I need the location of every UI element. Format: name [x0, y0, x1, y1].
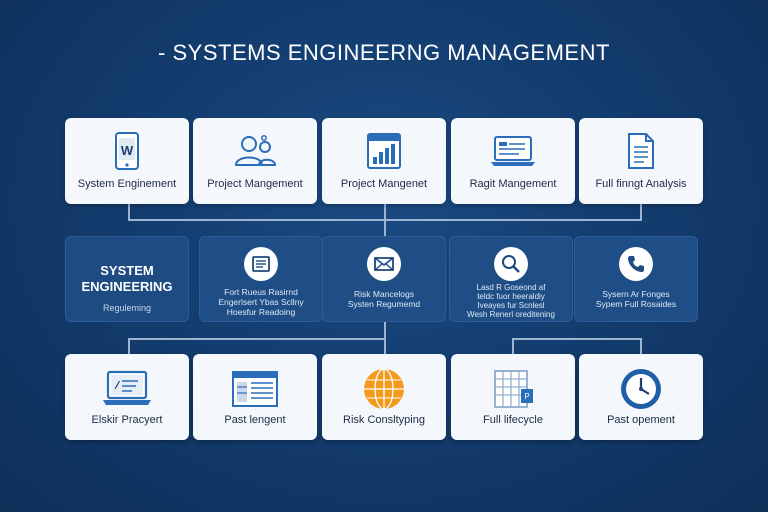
card-full-lifecycle[interactable]: P Full lifecycle	[451, 354, 575, 440]
spreadsheet-icon	[193, 366, 317, 412]
mid-heading: SYSTEM ENGINEERING	[66, 263, 188, 295]
globe-icon	[322, 366, 446, 412]
card-label: Elskir Pracyert	[91, 414, 163, 426]
mid-heading-line: ENGINEERING	[81, 279, 173, 294]
laptop-code-icon: /	[65, 366, 189, 412]
people-icon	[193, 130, 317, 172]
mid-line: Systen Regumemd	[347, 299, 421, 309]
envelope-icon	[367, 247, 401, 281]
laptop-icon	[451, 130, 575, 172]
connector-line	[384, 219, 642, 221]
connector-line	[640, 338, 642, 354]
mid-heading-line: SYSTEM	[100, 263, 154, 278]
card-risk-consltyping[interactable]: Risk Consltyping	[322, 354, 446, 440]
connector-line	[512, 338, 642, 340]
mid-line: teldc fuor heeraldiy	[477, 292, 545, 301]
clock-icon	[579, 366, 703, 412]
mid-description: Lasd R Goseond af teldc fuor heeraldiy I…	[454, 283, 568, 319]
card-label: Ragit Mangement	[469, 178, 557, 190]
grid-document-icon: P	[451, 366, 575, 412]
card-project-mangement[interactable]: Project Mangement	[193, 118, 317, 204]
card-project-mangenet[interactable]: Project Mangenet	[322, 118, 446, 204]
mid-line: Hoesfur Readoing	[226, 307, 296, 317]
svg-text:W: W	[121, 143, 134, 158]
mid-line: Risk Mancelogs	[354, 289, 414, 299]
card-label: Past opement	[607, 414, 675, 426]
mid-line: Sypem Full Rosaides	[595, 299, 677, 309]
connector-line	[128, 338, 130, 354]
mid-card-5[interactable]: Sysern Ar Fonges Sypem Full Rosaides	[574, 236, 698, 322]
document-icon	[244, 247, 278, 281]
card-label: Past lengent	[224, 414, 286, 426]
mid-line: Sysern Ar Fonges	[602, 289, 670, 299]
phone-icon	[619, 247, 653, 281]
document-icon	[579, 130, 703, 172]
card-past-opement[interactable]: Past opement	[579, 354, 703, 440]
mid-card-2[interactable]: Fort Rueus Rasirnd Engerlsert Ybas Sclln…	[199, 236, 323, 322]
card-label: Project Mangenet	[340, 178, 428, 190]
mid-subtitle: Reguleming	[102, 303, 152, 313]
diagram-title: - SYSTEMS ENGINEERNG MANAGEMENT	[158, 40, 610, 65]
phone-w-icon: W	[65, 130, 189, 172]
card-label: Full finngt Analysis	[595, 178, 687, 190]
mid-line: Wesh Renerl oreditening	[467, 310, 555, 319]
card-label: System Enginement	[77, 178, 177, 190]
mid-description: Risk Mancelogs Systen Regumemd	[327, 289, 441, 309]
svg-text:P: P	[524, 392, 529, 401]
mid-description: Fort Rueus Rasirnd Engerlsert Ybas Sclln…	[204, 287, 318, 317]
card-full-finngt-analysis[interactable]: Full finngt Analysis	[579, 118, 703, 204]
svg-text:/: /	[114, 381, 121, 393]
bar-chart-icon	[322, 130, 446, 172]
mid-card-3[interactable]: Risk Mancelogs Systen Regumemd	[322, 236, 446, 322]
mid-card-4[interactable]: Lasd R Goseond af teldc fuor heeraldiy I…	[449, 236, 573, 322]
card-elskir-pracyert[interactable]: / Elskir Pracyert	[65, 354, 189, 440]
card-ragit-mangement[interactable]: Ragit Mangement	[451, 118, 575, 204]
card-system-enginement[interactable]: W System Enginement	[65, 118, 189, 204]
connector-line	[512, 338, 514, 354]
mid-card-system-engineering[interactable]: SYSTEM ENGINEERING Reguleming	[65, 236, 189, 322]
mid-line: Iveayes fur Scnlesl	[477, 301, 545, 310]
card-label: Project Mangement	[207, 178, 303, 190]
mid-line: Engerlsert Ybas Scllny	[218, 297, 304, 307]
connector-line	[640, 204, 642, 220]
mid-line: Lasd R Goseond af	[476, 283, 546, 292]
card-past-lengent[interactable]: Past lengent	[193, 354, 317, 440]
connector-line	[128, 204, 130, 220]
connector-line	[384, 320, 386, 354]
card-label: Full lifecycle	[483, 414, 543, 426]
card-label: Risk Consltyping	[343, 414, 425, 426]
connector-line	[128, 219, 386, 221]
connector-line	[128, 338, 386, 340]
search-icon	[494, 247, 528, 281]
mid-line: Fort Rueus Rasirnd	[224, 287, 298, 297]
mid-description: Sysern Ar Fonges Sypem Full Rosaides	[579, 289, 693, 309]
